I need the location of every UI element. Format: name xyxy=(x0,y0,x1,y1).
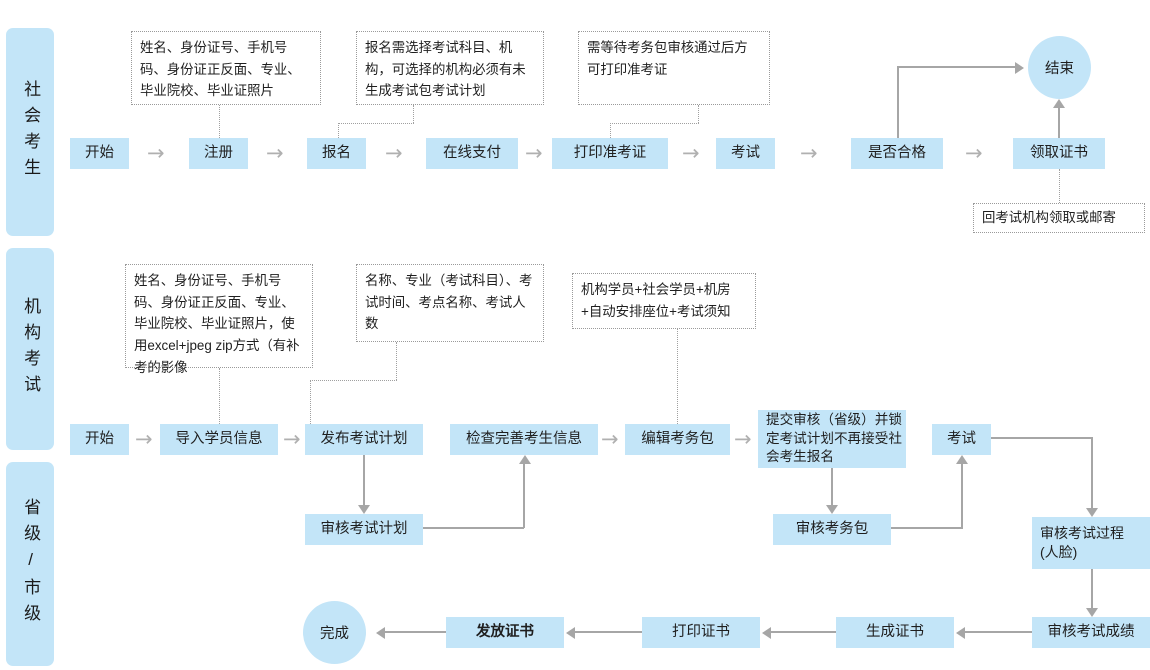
arrow-payment-to-ticket: → xyxy=(525,141,543,165)
node-social-signup[interactable]: 报名 xyxy=(307,138,366,169)
node-generate-certificate[interactable]: 生成证书 xyxy=(836,617,954,648)
note-certificate-pickup: 回考试机构领取或邮寄 xyxy=(973,203,1145,233)
node-org-publish-exam-plan[interactable]: 发布考试计划 xyxy=(305,424,423,455)
connector-qualified-to-end-vertical xyxy=(897,68,899,138)
swimlane-social-candidate: 社会考生 xyxy=(6,28,54,236)
note-exam-package-content: 机构学员+社会学员+机房+自动安排座位+考试须知 xyxy=(572,273,756,329)
node-province-complete[interactable]: 完成 xyxy=(303,601,366,664)
swimlane-label: 社会考生 xyxy=(21,80,41,184)
connector-issue-to-complete xyxy=(385,631,446,633)
arrowhead-review-plan-to-check xyxy=(519,455,531,464)
connector-print-to-issue xyxy=(575,631,642,633)
arrowhead-print-to-issue xyxy=(566,627,575,639)
note-admission-ticket-requirement: 需等待考务包审核通过后方可打印准考证 xyxy=(578,31,770,105)
node-review-exam-package[interactable]: 审核考务包 xyxy=(773,514,891,545)
arrow-start-to-register: → xyxy=(147,141,165,165)
note-connector-exam-plan-c xyxy=(310,380,311,424)
swimlane-institution-exam: 机构考试 xyxy=(6,248,54,450)
node-review-exam-process[interactable]: 审核考试过程 (人脸) xyxy=(1032,517,1150,569)
node-org-edit-exam-package[interactable]: 编辑考务包 xyxy=(625,424,730,455)
connector-score-to-generate xyxy=(965,631,1032,633)
arrowhead-score-to-generate xyxy=(956,627,965,639)
node-org-start[interactable]: 开始 xyxy=(70,424,129,455)
note-exam-plan-fields: 名称、专业（考试科目）、考试时间、考点名称、考试人数 xyxy=(356,264,544,342)
arrowhead-certificate-to-end xyxy=(1053,99,1065,108)
connector-exam-to-review-process-a xyxy=(991,437,1092,439)
node-social-start[interactable]: 开始 xyxy=(70,138,129,169)
swimlane-label: 省级/市级 xyxy=(21,498,41,630)
node-social-print-ticket[interactable]: 打印准考证 xyxy=(552,138,668,169)
swimlane-province-city: 省级/市级 xyxy=(6,462,54,666)
swimlane-label: 机构考试 xyxy=(21,297,41,401)
note-connector-ticket-a xyxy=(698,105,699,123)
connector-review-package-to-exam-b xyxy=(961,464,963,529)
arrow-exam-to-qualified: → xyxy=(800,141,818,165)
connector-exam-to-review-process-b xyxy=(1091,437,1093,508)
arrow-register-to-signup: → xyxy=(266,141,284,165)
arrow-check-info-to-edit-package: → xyxy=(601,427,619,451)
node-social-register[interactable]: 注册 xyxy=(189,138,248,169)
node-social-is-qualified[interactable]: 是否合格 xyxy=(851,138,943,169)
note-connector-exam-plan-b xyxy=(310,380,397,381)
arrowhead-publish-to-review-plan xyxy=(358,505,370,514)
arrow-org-start-to-import: → xyxy=(135,427,153,451)
arrowhead-review-process-to-score xyxy=(1086,608,1098,617)
arrow-ticket-to-exam: → xyxy=(682,141,700,165)
arrowhead-exam-to-review-process xyxy=(1086,508,1098,517)
connector-review-process-to-score xyxy=(1091,569,1093,608)
arrow-signup-to-payment: → xyxy=(385,141,403,165)
node-org-submit-review-lock-plan[interactable]: 提交审核（省级）并锁定考试计划不再接受社会考生报名 xyxy=(758,410,906,468)
node-org-check-candidate-info[interactable]: 检查完善考生信息 xyxy=(450,424,598,455)
arrow-edit-package-to-submit-review: → xyxy=(734,427,752,451)
note-connector-signup-a xyxy=(413,105,414,123)
node-review-exam-score[interactable]: 审核考试成绩 xyxy=(1032,617,1150,648)
node-social-online-payment[interactable]: 在线支付 xyxy=(426,138,518,169)
note-import-student-fields: 姓名、身份证号、手机号码、身份证正反面、专业、毕业院校、毕业证照片，使用exce… xyxy=(125,264,313,375)
note-connector-import-student xyxy=(219,368,220,424)
connector-publish-to-review-plan xyxy=(363,455,365,505)
node-social-exam[interactable]: 考试 xyxy=(716,138,775,169)
connector-generate-to-print xyxy=(771,631,836,633)
note-connector-exam-plan-a xyxy=(396,342,397,380)
note-registration-fields: 姓名、身份证号、手机号码、身份证正反面、专业、毕业院校、毕业证照片 xyxy=(131,31,321,105)
arrowhead-review-package-to-exam xyxy=(956,455,968,464)
connector-certificate-to-end xyxy=(1058,108,1060,138)
node-issue-certificate[interactable]: 发放证书 xyxy=(446,617,564,648)
arrowhead-submit-to-review-package xyxy=(826,505,838,514)
connector-qualified-to-end-horizontal xyxy=(897,66,1015,68)
node-review-exam-plan[interactable]: 审核考试计划 xyxy=(305,514,423,545)
node-social-end[interactable]: 结束 xyxy=(1028,36,1091,99)
arrowhead-qualified-to-end xyxy=(1015,62,1024,74)
arrowhead-generate-to-print xyxy=(762,627,771,639)
note-connector-exam-package xyxy=(677,329,678,424)
node-org-import-students[interactable]: 导入学员信息 xyxy=(160,424,278,455)
note-connector-pickup xyxy=(1059,169,1060,203)
arrow-qualified-to-certificate: → xyxy=(965,141,983,165)
arrowhead-issue-to-complete xyxy=(376,627,385,639)
connector-review-plan-to-check-b xyxy=(523,464,525,528)
note-connector-ticket-b xyxy=(610,123,699,124)
note-connector-registration xyxy=(219,105,220,138)
connector-review-plan-to-check-a xyxy=(423,527,524,529)
connector-submit-to-review-package xyxy=(831,468,833,505)
node-print-certificate[interactable]: 打印证书 xyxy=(642,617,760,648)
node-social-receive-certificate[interactable]: 领取证书 xyxy=(1013,138,1105,169)
arrow-import-to-publish: → xyxy=(283,427,301,451)
note-connector-signup-b xyxy=(338,123,414,124)
note-connector-signup-c xyxy=(338,123,339,138)
note-connector-ticket-c xyxy=(610,123,611,138)
note-signup-requirements: 报名需选择考试科目、机构，可选择的机构必须有未生成考试包考试计划 xyxy=(356,31,544,105)
node-org-exam[interactable]: 考试 xyxy=(932,424,991,455)
connector-review-package-to-exam-a xyxy=(889,527,962,529)
